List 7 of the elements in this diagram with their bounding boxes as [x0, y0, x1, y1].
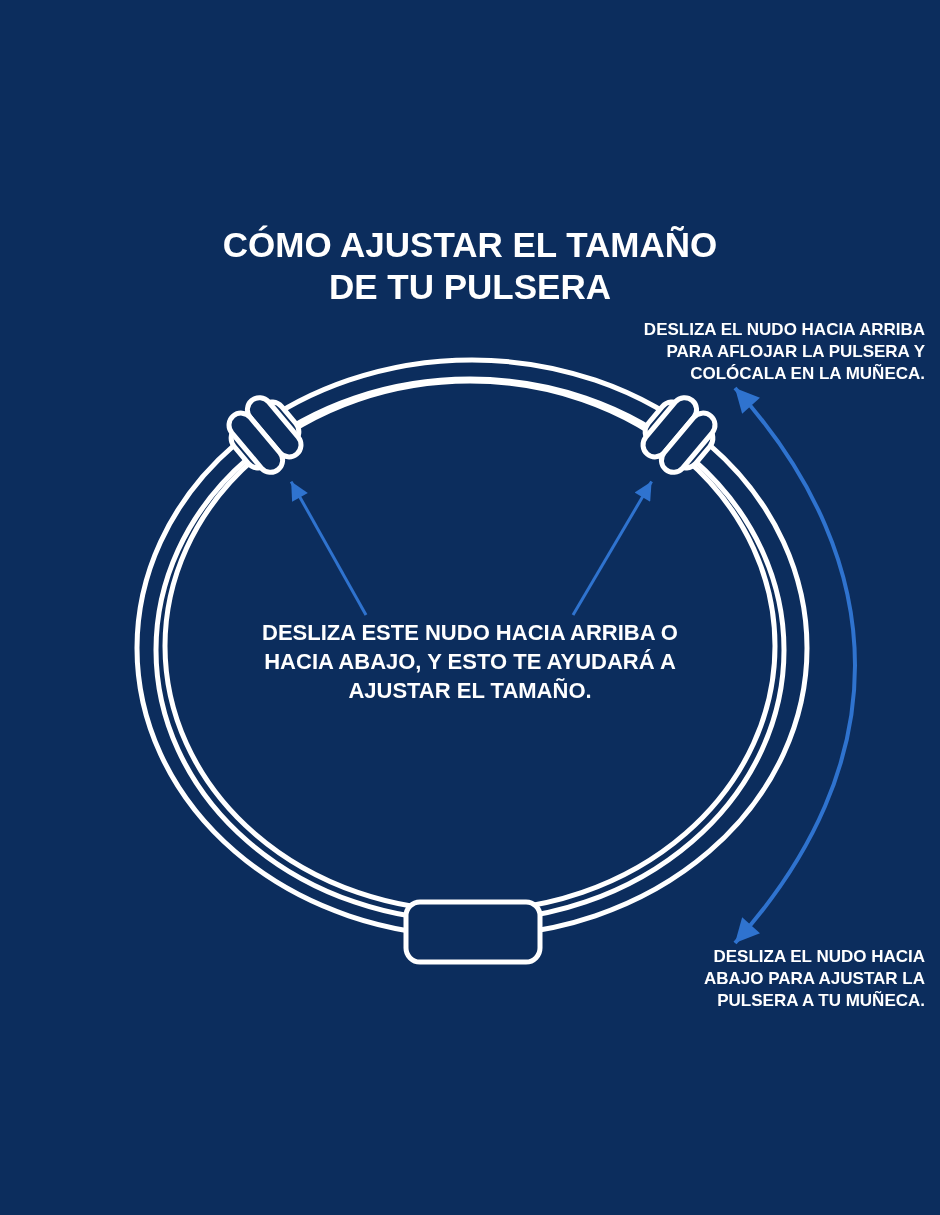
instruction-text: DESLIZA EL NUDO HACIA ABAJO PARA AJUSTAR LA PULSERA A TU MUÑECA. [693, 946, 925, 1012]
instruction-text: DESLIZA EL NUDO HACIA ARRIBA PARA AFLOJAR LA PULSERA Y COLÓCALA EN LA MUÑECA. [635, 319, 925, 385]
curved-double-arrow [733, 386, 857, 945]
arrow [289, 480, 368, 616]
title: CÓMO AJUSTAR EL TAMAÑO DE TU PULSERA [221, 224, 719, 308]
arrow [571, 480, 653, 616]
instruction-text: DESLIZA ESTE NUDO HACIA ARRIBA O HACIA ABAJO, Y ESTO TE AYUDARÁ A AJUSTAR EL TAMAÑO. [258, 618, 682, 705]
